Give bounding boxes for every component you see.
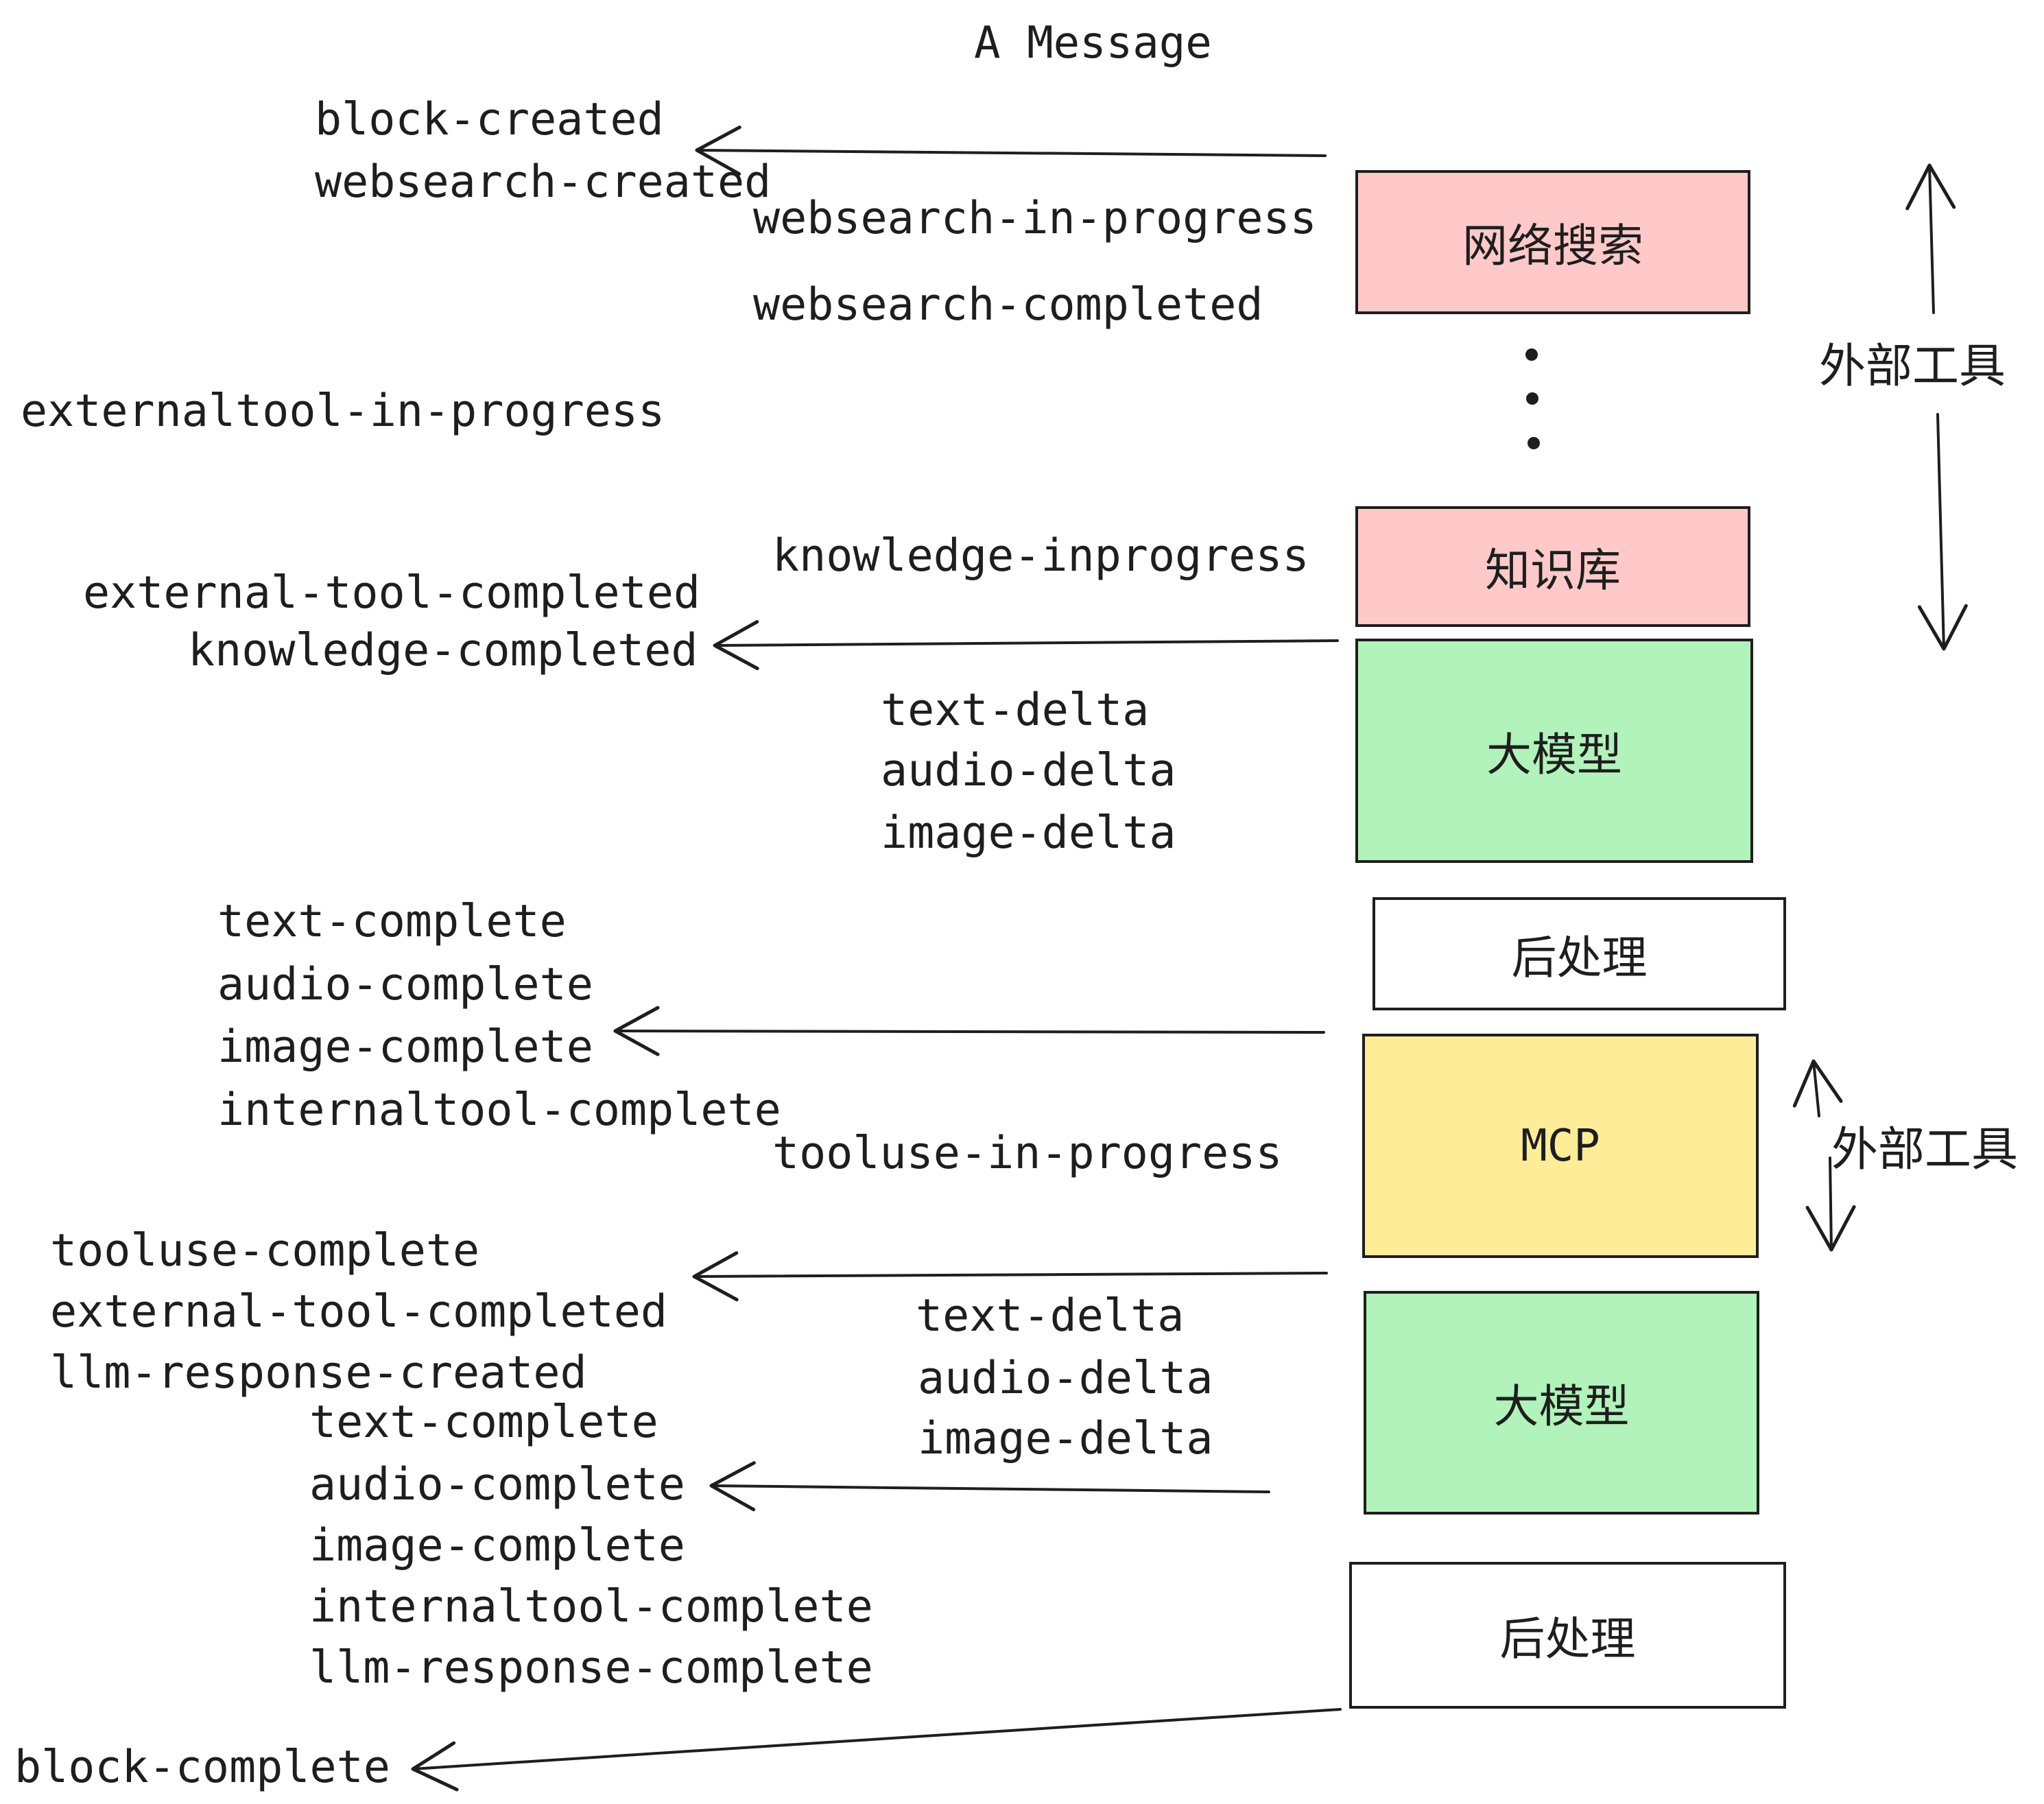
event-label-block-complete: block-complete (14, 1742, 390, 1793)
node-postprocess-2-label: 后处理 (1499, 1613, 1636, 1665)
ellipsis-dot (1528, 437, 1540, 449)
arrow-to-audio-complete (709, 1461, 1270, 1512)
event-label-image-complete-1: image-complete (217, 1021, 593, 1073)
ellipsis-dots (1525, 348, 1540, 449)
node-llm-2: 大模型 (1364, 1291, 1759, 1515)
event-label-internaltool-complete-2: internaltool-complete (309, 1581, 873, 1633)
event-label-tooluse-complete: tooluse-complete (50, 1225, 480, 1277)
ellipsis-dot (1526, 392, 1538, 405)
event-label-text-delta-2: text-delta (916, 1290, 1185, 1342)
event-label-text-complete-1: text-complete (217, 896, 567, 947)
event-label-knowledge-inprogress: knowledge-inprogress (772, 530, 1309, 582)
arrow-to-image-complete (613, 1006, 1325, 1056)
ellipsis-dot (1525, 348, 1538, 361)
event-label-audio-delta-2: audio-delta (918, 1353, 1213, 1404)
event-label-llm-response-created: llm-response-created (50, 1347, 587, 1399)
event-label-audio-complete-2: audio-complete (309, 1459, 685, 1510)
node-mcp-label: MCP (1521, 1120, 1600, 1172)
event-label-llm-response-complete: llm-response-complete (309, 1642, 873, 1694)
event-label-block-created: block-created (315, 94, 664, 145)
event-label-external-tool-completed-1: external-tool-completed (83, 567, 701, 619)
arrow-to-block-complete (411, 1708, 1342, 1792)
event-label-internaltool-complete-1: internaltool-complete (217, 1084, 781, 1136)
external-tools-down-arrow-1 (1917, 413, 1968, 651)
external-tools-up-arrow-1 (1905, 163, 1956, 314)
node-llm-1: 大模型 (1355, 639, 1753, 863)
node-knowledge-base-label: 知识库 (1485, 544, 1621, 597)
node-llm-1-label: 大模型 (1486, 728, 1622, 781)
event-label-websearch-created: websearch-created (315, 156, 772, 208)
node-knowledge-base: 知识库 (1355, 506, 1750, 627)
arrow-to-knowledge-completed (713, 620, 1339, 671)
event-label-audio-delta-1: audio-delta (881, 745, 1176, 796)
event-label-text-complete-2: text-complete (309, 1397, 658, 1448)
node-websearch: 网络搜索 (1355, 170, 1750, 314)
event-label-image-delta-1: image-delta (881, 807, 1176, 859)
event-label-externaltool-in-progress: externaltool-in-progress (21, 385, 665, 437)
event-label-external-tool-completed-2: external-tool-completed (50, 1286, 668, 1338)
event-label-websearch-completed: websearch-completed (753, 279, 1263, 331)
event-label-text-delta-1: text-delta (881, 685, 1150, 736)
arrow-to-external-tool-completed (692, 1251, 1328, 1302)
event-label-tooluse-in-progress: tooluse-in-progress (772, 1128, 1283, 1179)
diagram-title: A Message (974, 18, 1212, 69)
external-tools-up-arrow-2 (1792, 1059, 1843, 1117)
node-postprocess-1: 后处理 (1372, 897, 1786, 1010)
event-label-image-complete-2: image-complete (309, 1520, 685, 1571)
event-label-image-delta-2: image-delta (918, 1413, 1213, 1464)
annotation-external-tools-1: 外部工具 (1819, 340, 2006, 394)
node-llm-2-label: 大模型 (1493, 1380, 1630, 1433)
arrow-to-block-created (695, 126, 1327, 176)
node-mcp: MCP (1362, 1034, 1759, 1258)
event-label-websearch-in-progress: websearch-in-progress (753, 193, 1317, 244)
node-postprocess-1-label: 后处理 (1511, 931, 1648, 984)
node-websearch-label: 网络搜索 (1462, 219, 1643, 272)
event-label-audio-complete-1: audio-complete (217, 959, 593, 1010)
annotation-external-tools-2: 外部工具 (1831, 1123, 2019, 1177)
event-label-knowledge-completed: knowledge-completed (188, 625, 698, 676)
node-postprocess-2: 后处理 (1349, 1562, 1786, 1709)
